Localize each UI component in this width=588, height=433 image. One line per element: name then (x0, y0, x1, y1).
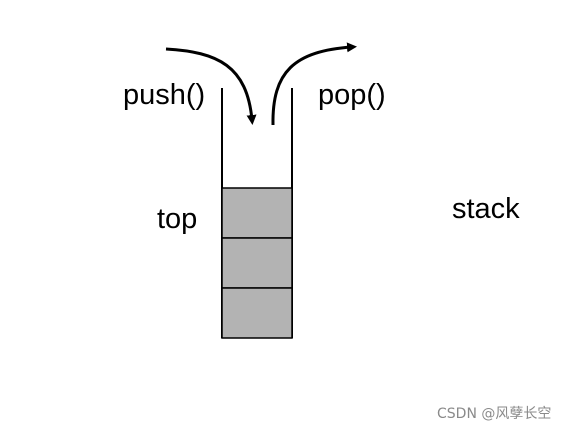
stack-label: stack (452, 193, 520, 225)
pop-label: pop() (318, 79, 386, 111)
stack-cells (221, 187, 293, 339)
push-label: push() (123, 79, 205, 111)
stack-cell-bottom (221, 287, 293, 339)
push-arrow (165, 47, 257, 125)
stack-cell-top (221, 187, 293, 239)
pop-arrow (271, 42, 357, 126)
top-label: top (157, 203, 197, 235)
stack-cell-middle (221, 237, 293, 289)
csdn-watermark: CSDN @风孽长空 (437, 406, 551, 422)
